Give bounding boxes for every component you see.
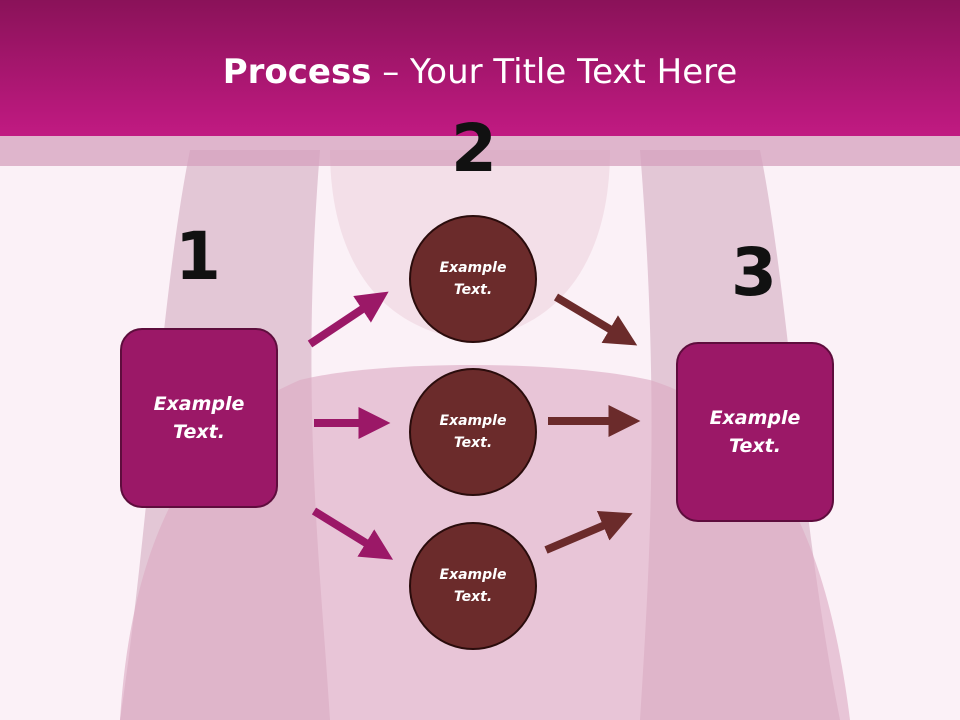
step-2-circle-bottom: Example Text. [409, 522, 537, 650]
step-1-box: Example Text. [120, 328, 278, 508]
arrow-bottom-to-right [544, 511, 633, 554]
step-number-3: 3 [731, 234, 777, 311]
arrow-left-to-bottom [311, 507, 394, 560]
step-1-label: Example Text. [153, 392, 245, 444]
step-2-circle-middle: Example Text. [409, 368, 537, 496]
circle-top-label: Example Text. [439, 259, 507, 298]
circle-middle-label: Example Text. [439, 412, 507, 451]
step-2-circle-top: Example Text. [409, 215, 537, 343]
step-3-label: Example Text. [709, 406, 801, 458]
step-3-box: Example Text. [676, 342, 834, 522]
title-band [0, 136, 960, 166]
title-strong: Process [222, 52, 372, 92]
title-bar [0, 0, 960, 136]
arrow-left-to-top [307, 291, 389, 348]
circle-bottom-label: Example Text. [439, 566, 507, 605]
slide-title: Process – Your Title Text Here [0, 52, 960, 92]
title-rest: – Your Title Text Here [371, 52, 738, 92]
step-number-2: 2 [451, 110, 497, 187]
arrow-top-to-right [553, 293, 638, 346]
step-number-1: 1 [175, 218, 221, 295]
